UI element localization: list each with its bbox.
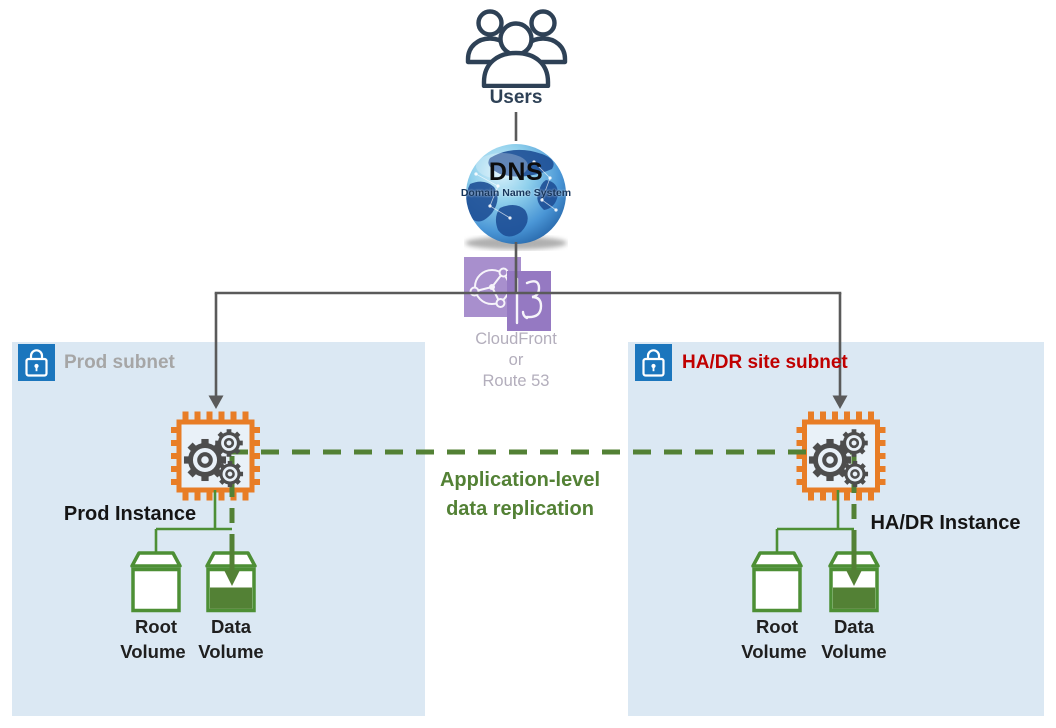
edge-line-cloudfront: CloudFront xyxy=(475,330,557,348)
prod-root-volume-label-1: Root xyxy=(134,616,178,637)
edge-service-label: CloudFront or Route 53 xyxy=(441,329,591,392)
dns-globe-icon xyxy=(464,144,568,254)
prod-data-volume-label-2: Volume xyxy=(198,641,264,662)
hadr-instance-label: HA/DR Instance xyxy=(870,512,1021,534)
replication-label-line2: data replication xyxy=(446,498,594,520)
hadr-data-volume-label-1: Data xyxy=(833,616,875,637)
edge-line-or: or xyxy=(508,351,524,369)
prod-subnet-label: Prod subnet xyxy=(64,352,175,373)
lock-icon xyxy=(18,344,55,381)
prod-root-volume-label-2: Volume xyxy=(120,641,186,662)
prod-instance-label: Prod Instance xyxy=(63,503,197,525)
replication-label-line1: Application-level xyxy=(439,469,601,491)
route53-icon xyxy=(507,271,551,331)
hadr-root-volume-label-2: Volume xyxy=(741,641,807,662)
users-icon xyxy=(455,6,577,88)
hadr-root-volume-label-1: Root xyxy=(755,616,799,637)
dns-title: DNS xyxy=(488,158,544,186)
prod-data-volume-label-1: Data xyxy=(210,616,252,637)
edge-line-route53: Route 53 xyxy=(482,372,550,390)
lock-icon xyxy=(635,344,672,381)
dns-subtitle: Domain Name System xyxy=(460,187,572,199)
users-label: Users xyxy=(489,87,543,108)
hadr-data-volume-label-2: Volume xyxy=(821,641,887,662)
hadr-subnet-label: HA/DR site subnet xyxy=(682,352,848,373)
replication-label: Application-level data replication xyxy=(420,466,620,524)
